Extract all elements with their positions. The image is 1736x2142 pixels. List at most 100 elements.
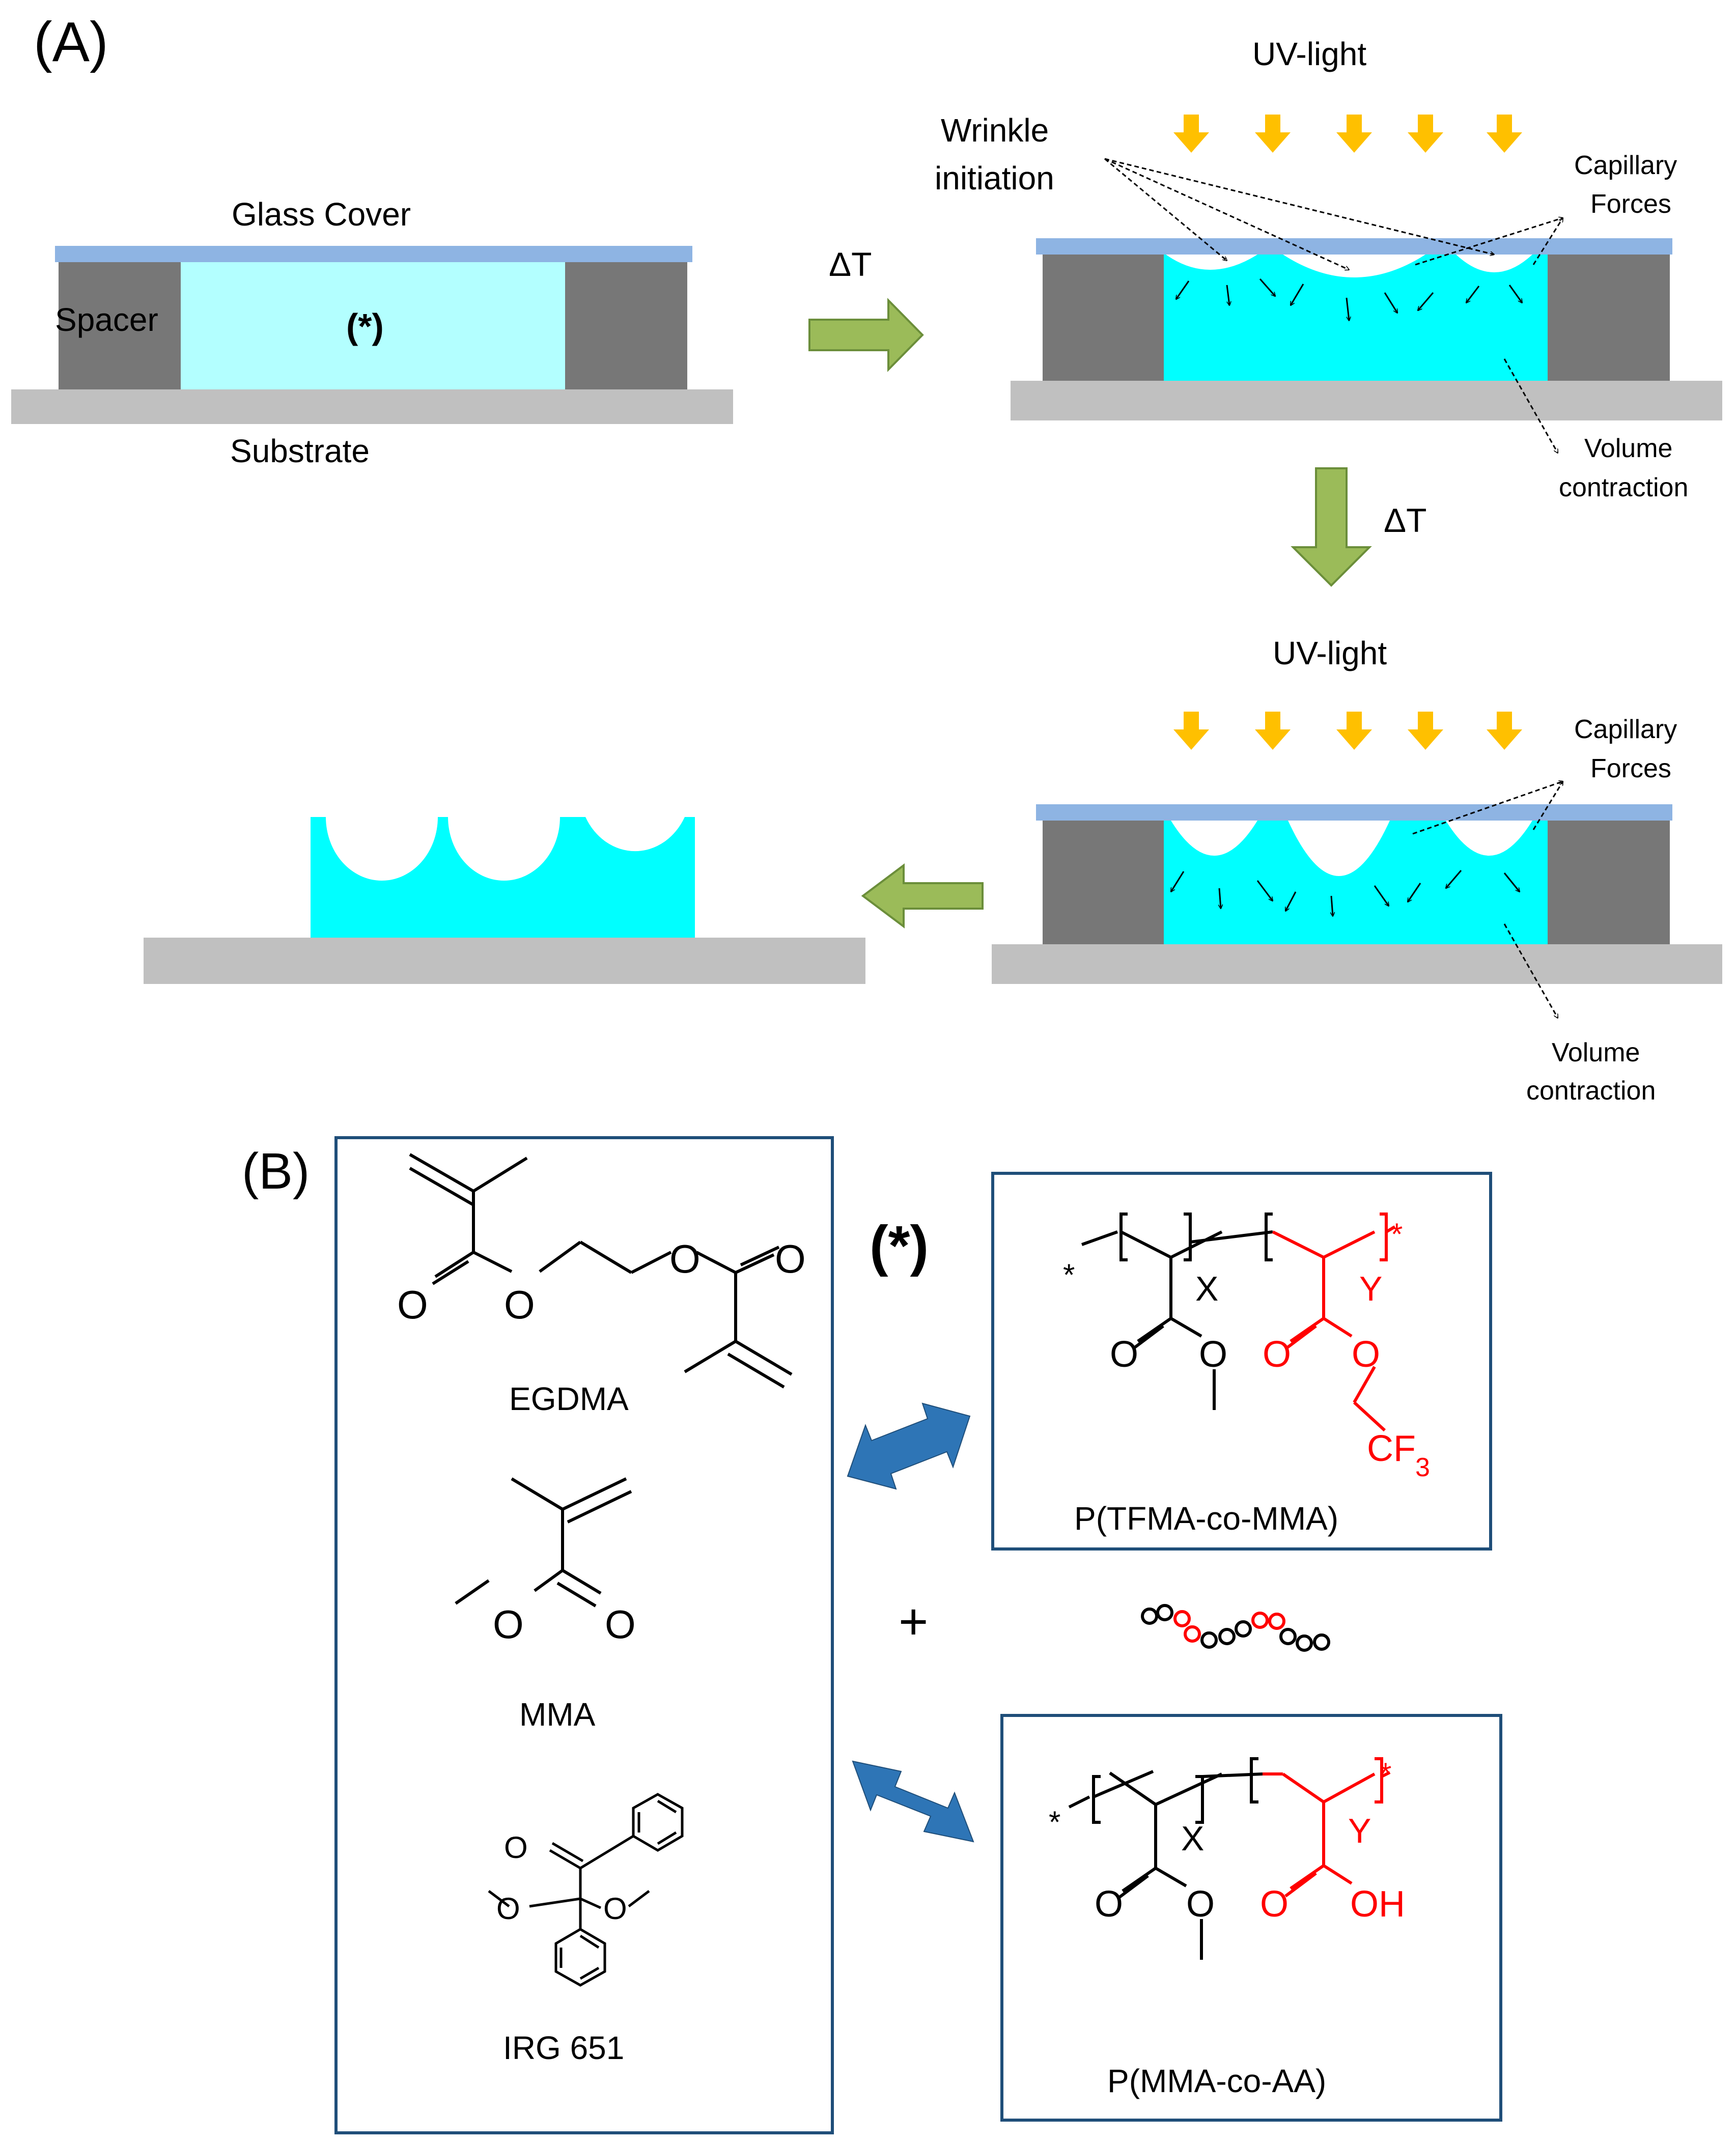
wrinkle <box>1288 821 1390 876</box>
egdma-o: O <box>397 1282 428 1327</box>
delta-t-label-2: ΔT <box>1384 501 1426 539</box>
contraction-arrows-a <box>1176 278 1522 321</box>
copolymer2-structure-black <box>1068 1757 1263 1960</box>
copolymer1-star-right: * <box>1391 1217 1403 1251</box>
wrinkled-film <box>311 817 695 938</box>
egdma-o: O <box>504 1282 535 1327</box>
step4-substrate <box>144 938 865 984</box>
uv-arrow <box>1336 712 1372 750</box>
mixture-marker: (*) <box>346 306 384 346</box>
copolymer2-star-left: * <box>1049 1805 1060 1839</box>
uv-light-label-1: UV-light <box>1252 36 1366 72</box>
wrinkle-initiation-line1: Wrinkle <box>941 112 1049 149</box>
irg651-structure <box>488 1793 684 1987</box>
copolymer2-star-right: * <box>1380 1757 1391 1791</box>
step1-substrate <box>11 389 733 424</box>
uv-arrow <box>1487 115 1522 153</box>
copolymer2-o: O <box>1186 1884 1215 1925</box>
egdma-o: O <box>669 1236 701 1281</box>
step1-mixture <box>181 262 565 389</box>
volume-contraction-line2-b: contraction <box>1526 1076 1656 1106</box>
uv-arrows-1 <box>1173 115 1522 153</box>
uv-arrow <box>1255 712 1291 750</box>
step1-spacer-left <box>59 262 181 389</box>
copolymer2-box <box>1000 1714 1502 2122</box>
copolymer1-structure-red <box>1272 1213 1396 1432</box>
volume-contraction-line1-b: Volume <box>1552 1038 1640 1067</box>
process-arrow-right <box>808 298 924 372</box>
monomer-box <box>334 1136 834 2134</box>
volume-contraction-line1-a: Volume <box>1584 434 1672 463</box>
polymer-chain-beads <box>1141 1604 1330 1652</box>
wrinkle-initiation-line2: initiation <box>935 160 1054 196</box>
capillary-forces-line2-b: Forces <box>1590 754 1671 783</box>
step3-spacer-right <box>1548 821 1670 944</box>
capillary-pointers-b <box>1412 781 1563 835</box>
copolymer1-o-red: O <box>1352 1334 1380 1375</box>
volume-pointer-a <box>1503 358 1559 453</box>
step3-cell: UV-light Capillary Forces <box>992 635 1722 1106</box>
substrate-label: Substrate <box>230 433 370 469</box>
copolymer2-name: P(MMA-co-AA) <box>1107 2063 1326 2099</box>
step1-glass-cover <box>55 246 692 262</box>
step2-glass-cover <box>1036 238 1672 255</box>
step2-substrate <box>1011 381 1722 420</box>
step1-cell: Glass Cover Spacer (*) Substrate <box>11 196 733 469</box>
step4-result <box>144 817 865 984</box>
glass-cover-label: Glass Cover <box>232 196 411 233</box>
wrinkle <box>1446 821 1532 856</box>
copolymer2-oh: OH <box>1350 1884 1405 1925</box>
plus-sign: + <box>899 1593 928 1650</box>
volume-pointer-b <box>1503 923 1559 1018</box>
step3-substrate <box>992 944 1722 984</box>
copolymer1-o: O <box>1199 1334 1227 1375</box>
step2-spacer-right <box>1548 255 1670 381</box>
uv-arrows-2 <box>1173 712 1522 750</box>
copolymer2-structure-red <box>1263 1757 1391 1898</box>
irg-o: O <box>603 1892 627 1926</box>
wrinkle-initiation-pointers <box>1104 158 1494 270</box>
mma-o: O <box>493 1602 524 1647</box>
uv-arrow <box>1255 115 1291 153</box>
egdma-o: O <box>775 1236 806 1281</box>
wrinkle <box>1456 255 1532 272</box>
step1-spacer-right <box>565 262 687 389</box>
irg651-label: IRG 651 <box>503 2030 624 2066</box>
irg-o: O <box>496 1892 520 1926</box>
copolymer1-sub3: 3 <box>1415 1453 1430 1482</box>
capillary-forces-line1-a: Capillary <box>1574 151 1677 180</box>
copolymer1-o-red: O <box>1263 1334 1291 1375</box>
step3-glass-cover <box>1036 804 1672 821</box>
panel-b-label: (B) <box>242 1143 310 1200</box>
spacer-label: Spacer <box>55 301 158 338</box>
wrinkle <box>1166 255 1257 270</box>
copolymer1-o: O <box>1110 1334 1138 1375</box>
uv-arrow <box>1408 115 1443 153</box>
copolymer1-cf: CF <box>1367 1428 1416 1469</box>
uv-light-label-2: UV-light <box>1273 635 1387 671</box>
uv-arrow <box>1487 712 1522 750</box>
double-arrow-upper <box>847 1402 971 1490</box>
process-arrow-down <box>1291 467 1372 587</box>
copolymer1-x: X <box>1195 1270 1218 1308</box>
mma-o: O <box>605 1602 636 1647</box>
double-arrow-lower <box>852 1760 974 1843</box>
wrinkle <box>1171 821 1257 856</box>
uv-arrow <box>1336 115 1372 153</box>
copolymer2-y: Y <box>1348 1812 1371 1850</box>
uv-arrow <box>1173 115 1209 153</box>
mma-label: MMA <box>519 1696 596 1733</box>
mma-structure <box>455 1477 632 1608</box>
delta-t-label-1: ΔT <box>829 245 872 283</box>
panel-a-label: (A) <box>34 11 108 73</box>
copolymer1-name: P(TFMA-co-MMA) <box>1074 1500 1338 1537</box>
uv-arrow <box>1173 712 1209 750</box>
egdma-structure <box>409 1153 793 1389</box>
contraction-arrows-b <box>1171 870 1520 916</box>
copolymer1-star-left: * <box>1063 1258 1075 1292</box>
step2-cell: UV-light Wrinkle initiation Capillary Fo… <box>935 36 1722 502</box>
copolymer1-structure-black <box>1081 1213 1273 1410</box>
egdma-label: EGDMA <box>509 1380 629 1417</box>
irg-o: O <box>504 1830 528 1865</box>
